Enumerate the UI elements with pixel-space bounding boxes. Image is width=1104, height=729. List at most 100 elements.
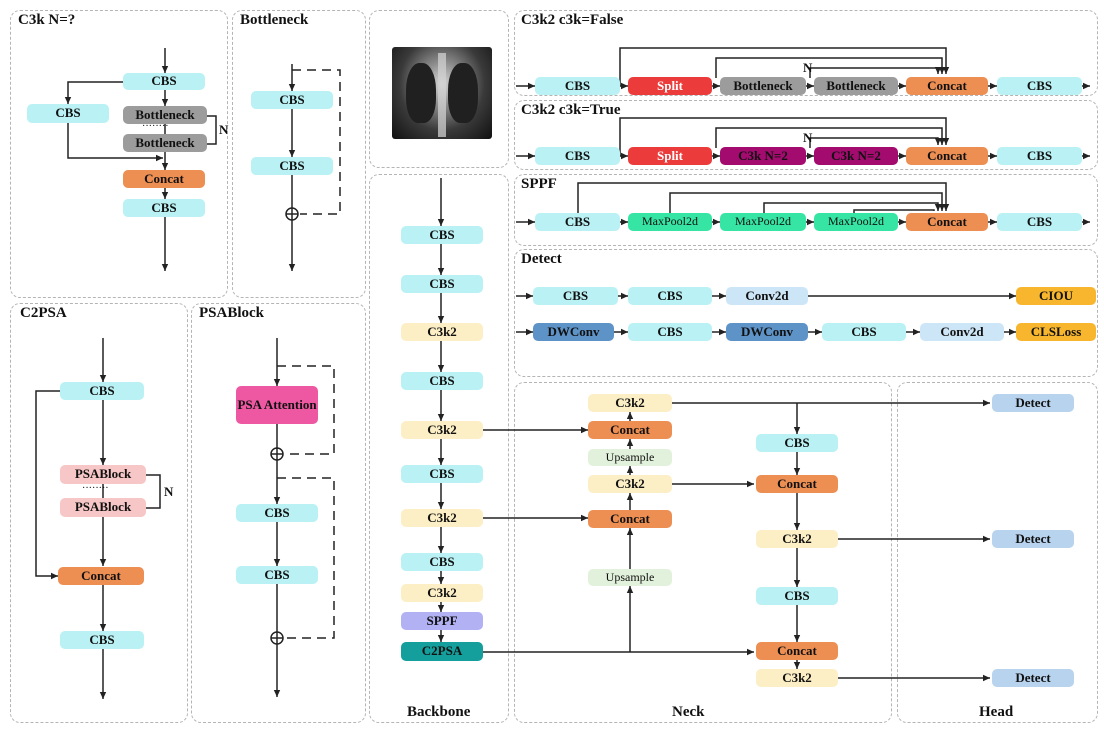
sppf-cbs-in[interactable]: CBS xyxy=(535,213,620,231)
neck-upsample[interactable]: Upsample xyxy=(588,449,672,466)
c2psa-concat[interactable]: Concat xyxy=(58,567,144,585)
neck-c3k2[interactable]: C3k2 xyxy=(756,530,838,548)
backbone-node[interactable]: C3k2 xyxy=(401,509,483,527)
chest-xray-image xyxy=(392,47,492,139)
psablock-title: PSABlock xyxy=(199,305,265,321)
c2psa-title: C2PSA xyxy=(20,305,67,321)
neck-concat[interactable]: Concat xyxy=(756,475,838,493)
c3k2-true-c3k-2[interactable]: C3k N=2 xyxy=(814,147,898,165)
c3k2-true-n-label: N xyxy=(803,130,813,145)
detect-clsloss[interactable]: CLSLoss xyxy=(1016,323,1096,341)
c3k-title: C3k N=? xyxy=(18,12,76,28)
neck-concat[interactable]: Concat xyxy=(588,510,672,528)
detect-row2-cbs-2[interactable]: CBS xyxy=(822,323,906,341)
c3k-n-label: N xyxy=(219,122,229,137)
sppf-cbs-out[interactable]: CBS xyxy=(997,213,1082,231)
c3k2-true-c3k-1[interactable]: C3k N=2 xyxy=(720,147,806,165)
neck-cbs[interactable]: CBS xyxy=(756,587,838,605)
c2psa-psablock-1[interactable]: PSABlock xyxy=(60,465,146,484)
sppf-maxpool-3[interactable]: MaxPool2d xyxy=(814,213,898,231)
backbone-node[interactable]: C3k2 xyxy=(401,584,483,602)
c3k-dots: ········ xyxy=(142,121,169,132)
detect-row1-cbs-2[interactable]: CBS xyxy=(628,287,712,305)
c3k2-true-split[interactable]: Split xyxy=(628,147,712,165)
c3k-side-cbs[interactable]: CBS xyxy=(27,104,109,123)
detect-row1-conv2d[interactable]: Conv2d xyxy=(726,287,808,305)
c3k-bottleneck-1[interactable]: Bottleneck xyxy=(123,106,207,124)
head-label: Head xyxy=(979,704,1014,720)
backbone-node[interactable]: C3k2 xyxy=(401,421,483,439)
backbone-node[interactable]: CBS xyxy=(401,275,483,293)
c2psa-cbs-bottom[interactable]: CBS xyxy=(60,631,144,649)
head-detect[interactable]: Detect xyxy=(992,394,1074,412)
psa-attention[interactable]: PSA Attention xyxy=(236,386,318,424)
sppf-maxpool-1[interactable]: MaxPool2d xyxy=(628,213,712,231)
neck-concat[interactable]: Concat xyxy=(588,421,672,439)
detect-row2-dwconv-2[interactable]: DWConv xyxy=(726,323,808,341)
bottleneck-panel xyxy=(232,10,366,298)
xray-panel xyxy=(369,10,509,168)
head-detect[interactable]: Detect xyxy=(992,669,1074,687)
backbone-node[interactable]: CBS xyxy=(401,465,483,483)
detect-title: Detect xyxy=(521,251,562,267)
sppf-maxpool-2[interactable]: MaxPool2d xyxy=(720,213,806,231)
neck-panel xyxy=(514,382,892,723)
sppf-panel xyxy=(514,174,1098,246)
c3k2-false-concat[interactable]: Concat xyxy=(906,77,988,95)
c2psa-panel xyxy=(10,303,188,723)
detect-row1-cbs-1[interactable]: CBS xyxy=(533,287,618,305)
c3k2-false-split[interactable]: Split xyxy=(628,77,712,95)
c3k2-false-title: C3k2 c3k=False xyxy=(521,12,624,28)
backbone-label: Backbone xyxy=(407,704,471,720)
c3k2-true-cbs-in[interactable]: CBS xyxy=(535,147,620,165)
c3k2-false-n-label: N xyxy=(803,60,813,75)
backbone-panel xyxy=(369,174,509,723)
psablock-cbs-2[interactable]: CBS xyxy=(236,566,318,584)
backbone-node[interactable]: C3k2 xyxy=(401,323,483,341)
psablock-cbs-1[interactable]: CBS xyxy=(236,504,318,522)
detect-row2-dwconv-1[interactable]: DWConv xyxy=(533,323,614,341)
c3k2-true-panel xyxy=(514,100,1098,170)
bottleneck-cbs-2[interactable]: CBS xyxy=(251,157,333,175)
c3k2-false-panel xyxy=(514,10,1098,96)
c3k-concat[interactable]: Concat xyxy=(123,170,205,188)
c3k-panel xyxy=(10,10,228,298)
c3k-top-cbs[interactable]: CBS xyxy=(123,73,205,90)
sppf-concat[interactable]: Concat xyxy=(906,213,988,231)
backbone-sppf[interactable]: SPPF xyxy=(401,612,483,630)
c3k2-true-concat[interactable]: Concat xyxy=(906,147,988,165)
neck-c3k2[interactable]: C3k2 xyxy=(588,394,672,412)
c3k2-false-bottleneck-1[interactable]: Bottleneck xyxy=(720,77,806,95)
c3k2-false-cbs-out[interactable]: CBS xyxy=(997,77,1082,95)
head-panel xyxy=(897,382,1098,723)
backbone-node[interactable]: CBS xyxy=(401,372,483,390)
c2psa-dots: ········ xyxy=(82,483,109,494)
detect-row2-conv2d[interactable]: Conv2d xyxy=(920,323,1004,341)
neck-upsample[interactable]: Upsample xyxy=(588,569,672,586)
backbone-node[interactable]: CBS xyxy=(401,553,483,571)
backbone-node[interactable]: CBS xyxy=(401,226,483,244)
bottleneck-title: Bottleneck xyxy=(240,12,309,28)
c2psa-cbs-top[interactable]: CBS xyxy=(60,382,144,400)
sppf-title: SPPF xyxy=(521,176,557,192)
detect-panel xyxy=(514,249,1098,377)
detect-row2-cbs-1[interactable]: CBS xyxy=(628,323,712,341)
c3k2-false-cbs-in[interactable]: CBS xyxy=(535,77,620,95)
bottleneck-cbs-1[interactable]: CBS xyxy=(251,91,333,109)
backbone-c2psa[interactable]: C2PSA xyxy=(401,642,483,661)
detect-ciou[interactable]: CIOU xyxy=(1016,287,1096,305)
c3k-bottom-cbs[interactable]: CBS xyxy=(123,199,205,217)
c3k2-true-cbs-out[interactable]: CBS xyxy=(997,147,1082,165)
c2psa-n-label: N xyxy=(164,484,174,499)
c3k2-false-bottleneck-2[interactable]: Bottleneck xyxy=(814,77,898,95)
neck-label: Neck xyxy=(672,704,705,720)
neck-c3k2[interactable]: C3k2 xyxy=(588,475,672,493)
neck-concat[interactable]: Concat xyxy=(756,642,838,660)
c2psa-psablock-2[interactable]: PSABlock xyxy=(60,498,146,517)
c3k2-true-title: C3k2 c3k=True xyxy=(521,102,621,118)
c3k-bottleneck-2[interactable]: Bottleneck xyxy=(123,134,207,152)
head-detect[interactable]: Detect xyxy=(992,530,1074,548)
neck-cbs[interactable]: CBS xyxy=(756,434,838,452)
neck-c3k2[interactable]: C3k2 xyxy=(756,669,838,687)
